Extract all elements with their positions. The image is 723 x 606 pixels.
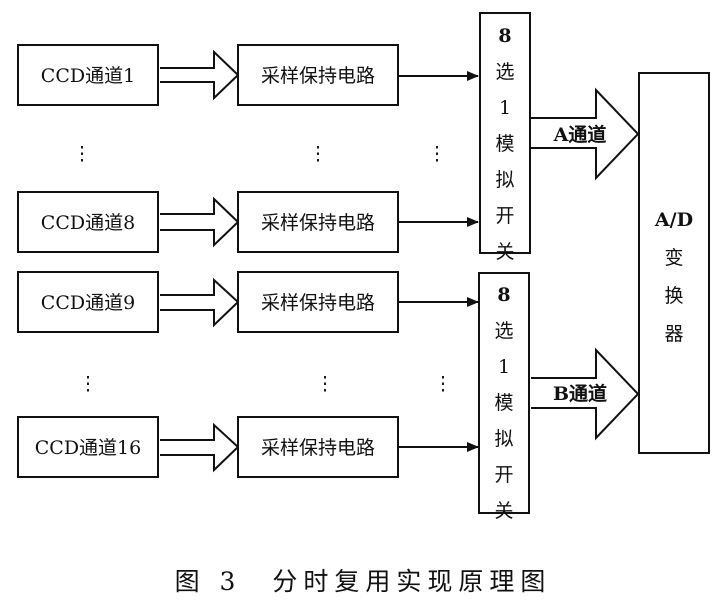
hollow-arrow-ccd9 — [160, 277, 240, 328]
hollow-arrow-ccd16 — [160, 422, 240, 473]
row-ccd-16: CCD通道16 采样保持电路 — [17, 416, 479, 478]
ccd-channel-9-label: CCD通道9 — [41, 292, 135, 314]
adc-char-1: 变 — [664, 247, 683, 269]
mux-top-char-4: 拟 — [495, 169, 514, 191]
mux-bottom-char-3: 模 — [494, 392, 513, 414]
adc-char-2: 换 — [664, 285, 683, 307]
channel-a-label: A通道 — [553, 123, 607, 146]
row-ccd-8: CCD通道8 采样保持电路 — [17, 191, 479, 253]
mux-top-char-2: 1 — [499, 97, 511, 119]
adc-box — [638, 72, 710, 454]
sample-hold-16-box — [237, 416, 399, 478]
mux-top-char-6: 关 — [495, 241, 514, 263]
ellipsis-line-bottom: ⋮ — [434, 373, 453, 395]
sample-hold-9-box — [237, 271, 399, 333]
mux-top-box — [479, 12, 531, 254]
mux-top-char-5: 开 — [495, 205, 514, 227]
mux-bottom-char-1: 选 — [494, 320, 513, 342]
mux-top-char-1: 选 — [495, 61, 514, 83]
ccd-channel-8-box — [17, 191, 159, 253]
hollow-arrow-ccd1 — [160, 49, 240, 101]
row-ccd-1: CCD通道1 采样保持电路 — [17, 44, 479, 106]
mux-top-char-3: 模 — [495, 133, 514, 155]
mux-bottom-char-0: 8 — [497, 284, 510, 306]
sample-hold-9-label: 采样保持电路 — [261, 292, 375, 314]
sample-hold-8-label: 采样保持电路 — [261, 212, 375, 234]
hollow-arrow-ccd8 — [160, 196, 240, 248]
sample-hold-1-label: 采样保持电路 — [261, 65, 375, 87]
ellipsis-ccd-top: ⋮ — [73, 143, 92, 165]
mux-bottom-box — [478, 272, 530, 514]
mux-bottom-char-4: 拟 — [494, 428, 513, 450]
ccd-channel-16-label: CCD通道16 — [35, 437, 142, 459]
ellipsis-sh-top: ⋮ — [309, 143, 328, 165]
ellipsis-ccd-bottom: ⋮ — [79, 373, 98, 395]
ellipsis-sh-bottom: ⋮ — [316, 373, 335, 395]
ccd-channel-16-box — [17, 416, 159, 478]
row-ccd-9: CCD通道9 采样保持电路 — [17, 271, 479, 333]
figure-caption: 图 3 分时复用实现原理图 — [175, 567, 552, 596]
mux-bottom-char-6: 关 — [494, 500, 513, 522]
channel-b-label: B通道 — [553, 382, 607, 405]
mux-bottom-char-2: 1 — [498, 356, 510, 378]
ccd-channel-9-box — [17, 271, 159, 333]
mux-top-char-0: 8 — [498, 25, 511, 47]
ccd-channel-1-label: CCD通道1 — [41, 65, 135, 87]
ccd-channel-8-label: CCD通道8 — [41, 212, 135, 234]
sample-hold-16-label: 采样保持电路 — [261, 437, 375, 459]
sample-hold-1-box — [237, 44, 399, 106]
adc-char-0: A/D — [654, 209, 693, 231]
mux-bottom-char-5: 开 — [494, 464, 513, 486]
ccd-channel-1-box — [17, 44, 159, 106]
ellipsis-line-top: ⋮ — [428, 143, 447, 165]
adc-label: A/D 变换器 — [654, 209, 693, 345]
adc-char-3: 器 — [664, 323, 683, 345]
